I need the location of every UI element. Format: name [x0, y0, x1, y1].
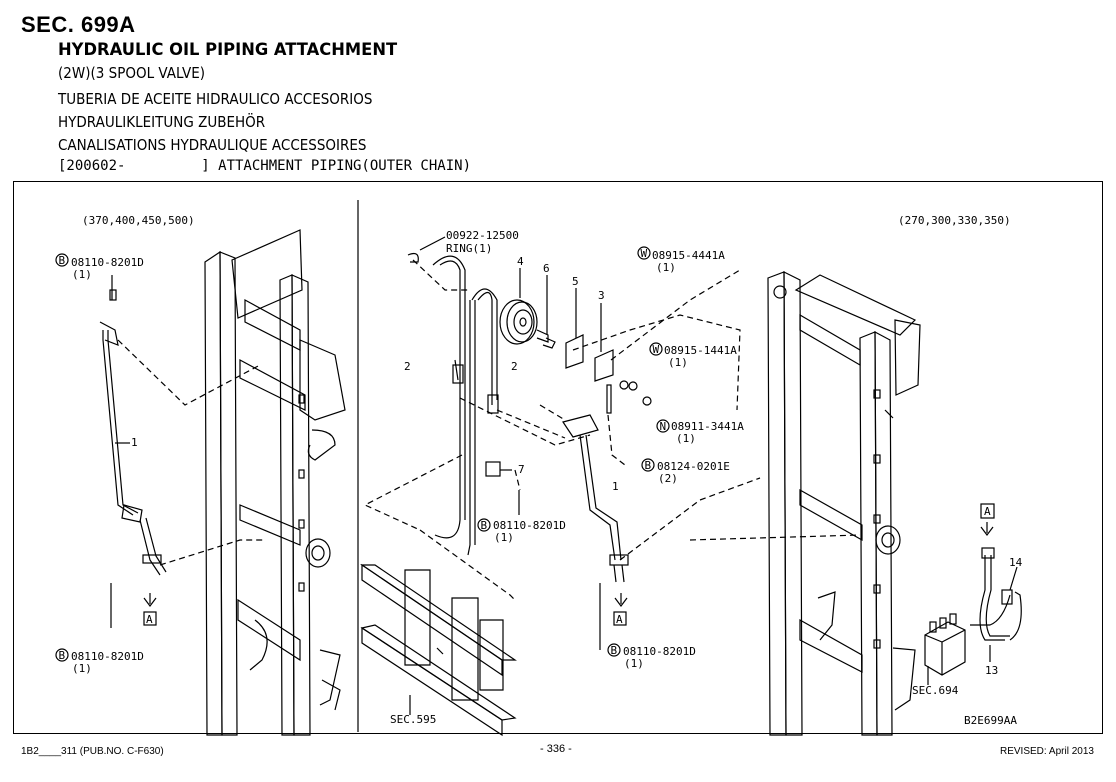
svg-text:B: B [645, 459, 652, 472]
svg-text:(1): (1) [676, 432, 696, 445]
footer-revised: REVISED: April 2013 [1000, 746, 1094, 757]
right-model-list: (270,300,330,350) [898, 214, 1011, 227]
left-top-bolt-code: 08110-8201D [71, 256, 144, 269]
svg-text:(1): (1) [72, 268, 92, 281]
svg-text:W: W [653, 343, 660, 356]
center-hose-1 [562, 414, 629, 583]
subtitle: (2W)(3 SPOOL VALVE) [58, 64, 206, 82]
svg-text:5: 5 [572, 275, 579, 288]
left-bottom-bolt-code: 08110-8201D [71, 650, 144, 663]
right-callout-a: A [984, 505, 991, 518]
applicability-range: [200602- ] ATTACHMENT PIPING(OUTER CHAIN… [58, 158, 472, 174]
svg-text:1: 1 [131, 436, 138, 449]
ring-label: RING(1) [446, 242, 492, 255]
center-callout-a: A [616, 613, 623, 626]
svg-text:B: B [59, 649, 66, 662]
washer-1-code: 08915-4441A [652, 249, 725, 262]
svg-text:13: 13 [985, 664, 998, 677]
right-mast-drawing [767, 271, 921, 736]
svg-text:W: W [641, 247, 648, 260]
spool-valve [924, 613, 966, 676]
bracket-3 [594, 349, 614, 382]
left-callout-a: A [146, 613, 153, 626]
ring-code: 00922-12500 [446, 229, 519, 242]
washer-2-code: 08915-1441A [664, 344, 737, 357]
svg-text:(2): (2) [658, 472, 678, 485]
bolt-2-code: 08124-0201E [657, 460, 730, 473]
svg-text:(1): (1) [624, 657, 644, 670]
svg-text:6: 6 [543, 262, 550, 275]
title-spanish: TUBERIA DE ACEITE HIDRAULICO ACCESORIOS [58, 90, 373, 108]
center-bolt-code: 08110-8201D [493, 519, 566, 532]
left-hose-assembly [99, 289, 167, 576]
footer-publication: 1B2____311 (PUB.NO. C-F630) [21, 746, 164, 757]
svg-text:14: 14 [1009, 556, 1023, 569]
svg-text:2: 2 [404, 360, 411, 373]
sec595-label: SEC.595 [390, 713, 436, 726]
bracket-5 [565, 334, 584, 369]
bracket-7 [485, 461, 501, 477]
svg-text:B: B [59, 254, 66, 267]
right-hoses [970, 547, 1022, 662]
fork-drawing [360, 563, 517, 737]
svg-text:(1): (1) [72, 662, 92, 675]
page-title: HYDRAULIC OIL PIPING ATTACHMENT [58, 40, 398, 60]
svg-text:B: B [611, 644, 618, 657]
svg-text:(1): (1) [656, 261, 676, 274]
center-bottom-bolt-code: 08110-8201D [623, 645, 696, 658]
svg-text:3: 3 [598, 289, 605, 302]
drawing-code: B2E699AA [964, 714, 1017, 727]
ring-part [407, 252, 419, 263]
hose-reel [499, 268, 549, 345]
section-number: SEC. 699A [21, 12, 136, 37]
title-german: HYDRAULIKLEITUNG ZUBEHÖR [58, 113, 266, 131]
nut-code: 08911-3441A [671, 420, 744, 433]
center-hoses [432, 255, 499, 556]
page-number: - 336 - [540, 743, 572, 755]
svg-text:1: 1 [612, 480, 619, 493]
title-french: CANALISATIONS HYDRAULIQUE ACCESSOIRES [58, 136, 367, 154]
svg-text:(1): (1) [494, 531, 514, 544]
svg-text:N: N [660, 420, 667, 433]
left-mast-drawing [204, 229, 346, 736]
left-model-list: (370,400,450,500) [82, 214, 195, 227]
svg-text:7: 7 [518, 463, 525, 476]
sec694-label: SEC.694 [912, 684, 959, 697]
diagram-frame [13, 181, 1103, 734]
svg-text:(1): (1) [668, 356, 688, 369]
svg-text:4: 4 [517, 255, 524, 268]
svg-text:2: 2 [511, 360, 518, 373]
svg-text:B: B [481, 519, 488, 532]
